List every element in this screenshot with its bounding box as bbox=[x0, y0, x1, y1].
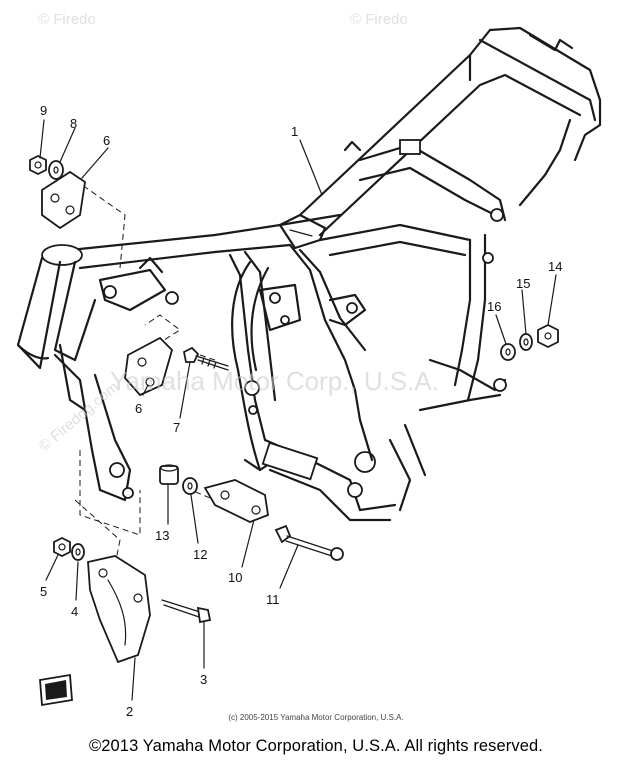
part-15-washer bbox=[519, 333, 533, 351]
callout-numbers: 1 2 3 4 5 6 6 7 8 9 10 11 12 13 14 15 16 bbox=[40, 103, 562, 719]
callout-8: 8 bbox=[70, 116, 77, 131]
part-9-nut bbox=[29, 154, 47, 176]
callout-4: 4 bbox=[71, 604, 78, 619]
callout-9: 9 bbox=[40, 103, 47, 118]
part-4-washer bbox=[71, 543, 85, 561]
part-13-collar bbox=[159, 464, 179, 485]
callout-11: 11 bbox=[266, 592, 280, 607]
callout-14: 14 bbox=[548, 259, 562, 274]
callout-5: 5 bbox=[40, 584, 47, 599]
center-watermark: Yamaha Motor Corp., U.S.A. bbox=[110, 366, 439, 396]
corner-watermark-right: © Firedo bbox=[350, 11, 408, 28]
part-10-rear-bracket bbox=[203, 479, 269, 523]
leader-lines bbox=[39, 119, 557, 701]
callout-13: 13 bbox=[155, 528, 169, 543]
callout-16: 16 bbox=[487, 299, 501, 314]
corner-watermark-left: © Firedo bbox=[38, 11, 96, 28]
part-16-washer bbox=[500, 343, 516, 361]
part-14-nut bbox=[537, 323, 559, 349]
part-5-nut bbox=[53, 536, 71, 558]
part-3-bolt bbox=[161, 599, 212, 624]
callout-6-lower: 6 bbox=[135, 401, 142, 416]
callout-7: 7 bbox=[173, 420, 180, 435]
callout-1: 1 bbox=[291, 124, 298, 139]
side-watermark: © Firedog.com bbox=[36, 379, 122, 455]
steering-head-tube bbox=[16, 244, 134, 502]
part-7-bolt bbox=[182, 346, 229, 371]
part-12-washer bbox=[182, 477, 198, 495]
part-8-washer bbox=[48, 160, 64, 180]
main-frame bbox=[68, 26, 602, 522]
callout-6-upper: 6 bbox=[103, 133, 110, 148]
part-6-lower-bracket bbox=[124, 336, 174, 397]
callout-2: 2 bbox=[126, 704, 133, 719]
copyright-footer: ©2013 Yamaha Motor Corporation, U.S.A. A… bbox=[89, 737, 543, 755]
callout-15: 15 bbox=[516, 276, 530, 291]
fwd-arrow-badge bbox=[39, 673, 73, 707]
part-6-upper-bracket bbox=[41, 170, 86, 230]
callout-10: 10 bbox=[228, 570, 242, 585]
callout-12: 12 bbox=[193, 547, 207, 562]
callout-3: 3 bbox=[200, 672, 207, 687]
part-2-front-bracket bbox=[87, 555, 151, 664]
part-11-long-bolt bbox=[274, 524, 344, 561]
diagram-copyright-small: (c) 2005-2015 Yamaha Motor Corporation, … bbox=[228, 713, 404, 722]
